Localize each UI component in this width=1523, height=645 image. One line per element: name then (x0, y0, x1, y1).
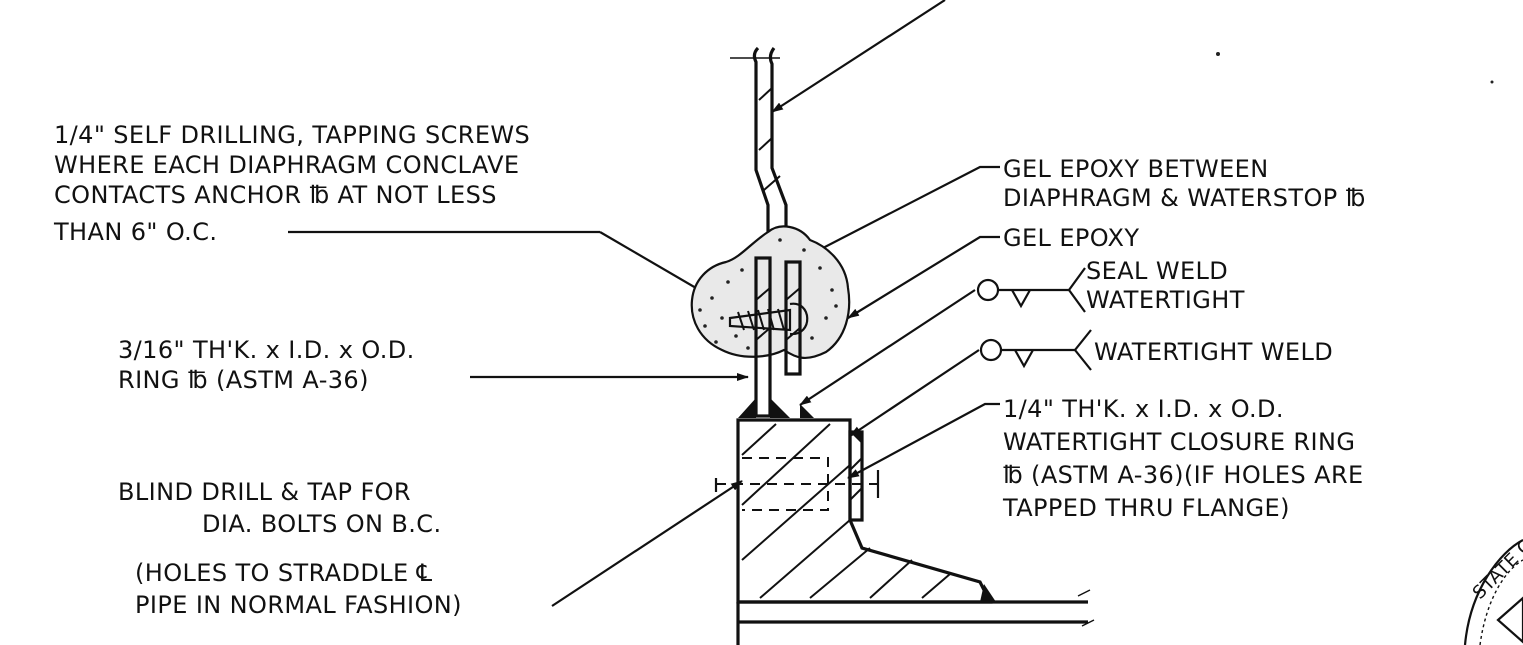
ring-line-1: 3/16" TH'K. x I.D. x O.D. (118, 336, 415, 364)
seal-weld-symbol (976, 267, 1086, 313)
leader-top (771, 0, 946, 113)
screws-line-3: CONTACTS ANCHOR ℔ AT NOT LESS (54, 181, 497, 209)
seal-weld-note: SEAL WELD WATERTIGHT (1086, 257, 1245, 314)
blind-drill-line-3: (HOLES TO STRADDLE ℄ (135, 559, 433, 587)
closure-ring-line-3: ℔ (ASTM A-36)(IF HOLES ARE (1003, 461, 1364, 489)
seal-stamp-text: STATE O (1469, 534, 1523, 603)
anchor-ring-plate (754, 256, 802, 418)
blind-drill-line-2: DIA. BOLTS ON B.C. (202, 510, 442, 538)
screws-line-2: WHERE EACH DIAPHRAGM CONCLAVE (54, 151, 519, 179)
leader-gel-epoxy-between (789, 165, 1000, 266)
weld-closure (850, 432, 862, 444)
stray-dot (1490, 80, 1494, 84)
closure-ring-line-1: 1/4" TH'K. x I.D. x O.D. (1003, 395, 1284, 423)
blind-drill-line-1: BLIND DRILL & TAP FOR (118, 478, 411, 506)
leader-gel-epoxy (847, 235, 1000, 319)
blind-drill-line-4: PIPE IN NORMAL FASHION) (135, 591, 462, 619)
leader-watertight-weld (849, 349, 980, 437)
leader-seal-weld (799, 289, 976, 406)
gel-epoxy-between-line-2: DIAPHRAGM & WATERSTOP ℔ (1003, 184, 1366, 212)
ring-line-2: RING ℔ (ASTM A-36) (118, 366, 369, 394)
blind-drill-note: BLIND DRILL & TAP FOR DIA. BOLTS ON B.C.… (118, 478, 462, 619)
watertight-weld-symbol (979, 329, 1092, 371)
state-seal-stamp: STATE O (1463, 534, 1523, 645)
gel-epoxy-between-line-1: GEL EPOXY BETWEEN (1003, 155, 1269, 183)
seal-weld-line-2: WATERTIGHT (1086, 286, 1245, 314)
flange-body (714, 418, 1095, 645)
closure-ring-line-2: WATERTIGHT CLOSURE RING (1003, 428, 1355, 456)
tapping-screw (728, 302, 809, 336)
diaphragm-plate (730, 46, 788, 262)
weld-toe (980, 584, 996, 602)
gel-epoxy-note: GEL EPOXY (1003, 224, 1139, 252)
ring-plate-note: 3/16" TH'K. x I.D. x O.D. RING ℔ (ASTM A… (118, 336, 415, 394)
seal-weld-line-1: SEAL WELD (1086, 257, 1228, 285)
watertight-weld-note: WATERTIGHT WELD (1094, 338, 1333, 366)
weld-ring (800, 404, 814, 418)
weld-left (738, 398, 756, 418)
closure-ring-line-4: TAPPED THRU FLANGE) (1002, 494, 1290, 522)
weld-right (770, 398, 790, 418)
closure-ring-note: 1/4" TH'K. x I.D. x O.D. WATERTIGHT CLOS… (1002, 395, 1364, 522)
leader-closure-ring (847, 402, 1000, 479)
gel-epoxy-between-note: GEL EPOXY BETWEEN DIAPHRAGM & WATERSTOP … (1003, 155, 1366, 212)
screws-line-4: THAN 6" O.C. (53, 218, 217, 246)
epoxy-stipple (698, 238, 838, 350)
screws-note: 1/4" SELF DRILLING, TAPPING SCREWS WHERE… (53, 121, 530, 246)
leader-blind-drill (551, 480, 743, 607)
screws-line-1: 1/4" SELF DRILLING, TAPPING SCREWS (54, 121, 530, 149)
stray-dot (1216, 52, 1220, 56)
